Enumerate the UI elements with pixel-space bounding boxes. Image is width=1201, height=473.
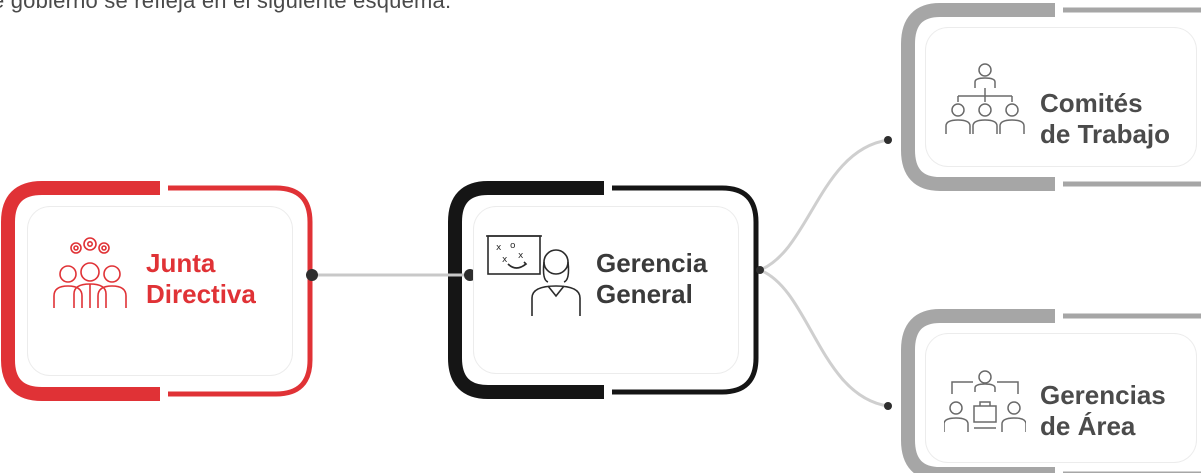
org-chart-team-icon — [945, 63, 1025, 134]
junta-label: Junta Directiva — [146, 248, 256, 310]
department-structure-icon — [944, 370, 1026, 432]
junta-frame — [1, 181, 313, 401]
areas-card — [926, 334, 1196, 462]
connector-dot — [884, 402, 892, 410]
areas-label: Gerencias de Área — [1040, 380, 1166, 442]
areas-label-line2: de Área — [1040, 411, 1136, 441]
gerencia-card — [474, 207, 738, 373]
junta-label-line1: Junta — [146, 248, 216, 278]
gerencia-frame — [448, 181, 759, 399]
strategy-presentation-icon: x o x x — [486, 235, 581, 316]
areas-frame — [901, 309, 1201, 473]
connector-gerencia-areas — [759, 268, 889, 408]
connector-dot — [756, 266, 764, 274]
connector-gerencia-comites — [759, 138, 889, 272]
svg-text:x: x — [502, 255, 508, 265]
comites-card — [926, 28, 1196, 166]
svg-text:x: x — [496, 243, 502, 253]
junta-card — [28, 207, 292, 375]
svg-text:x: x — [518, 251, 524, 261]
comites-label-line1: Comités — [1040, 88, 1143, 118]
connector-dot — [306, 269, 318, 281]
svg-text:o: o — [510, 241, 516, 251]
gerencia-label-line2: General — [596, 279, 693, 309]
comites-frame — [901, 2, 1201, 191]
junta-label-line2: Directiva — [146, 279, 256, 309]
comites-label: Comités de Trabajo — [1040, 88, 1170, 150]
intro-text: e gobierno se refleja en el siguiente es… — [0, 0, 452, 13]
connector-dot — [884, 136, 892, 144]
gerencia-label-line1: Gerencia — [596, 248, 708, 278]
board-team-gears-icon — [53, 237, 127, 308]
gerencia-label: Gerencia General — [596, 248, 707, 310]
areas-label-line1: Gerencias — [1040, 380, 1166, 410]
comites-label-line2: de Trabajo — [1040, 119, 1171, 149]
connector-dot — [464, 269, 476, 281]
